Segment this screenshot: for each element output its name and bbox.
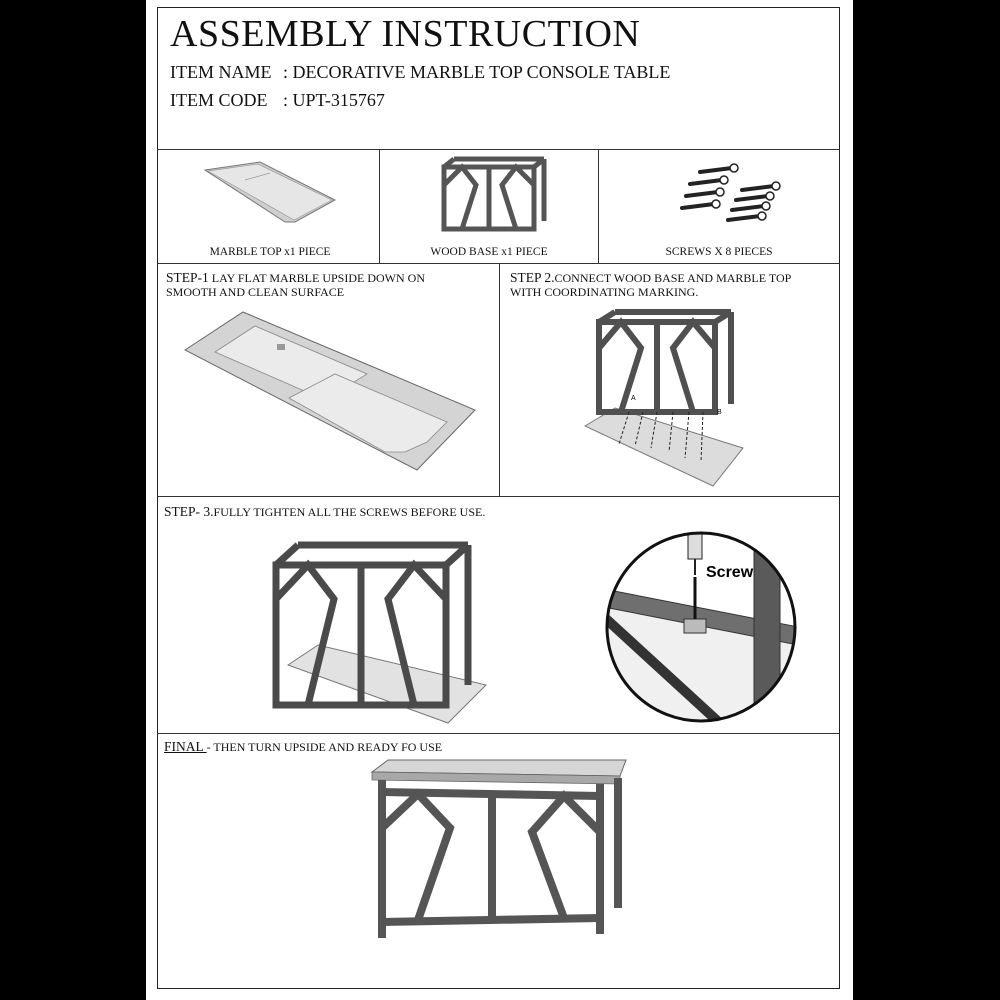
screw-label: Screw <box>706 564 754 581</box>
divider <box>157 149 840 150</box>
step-2-line-1: CONNECT WOOD BASE AND MARBLE TOP <box>554 271 792 285</box>
step-1-number: STEP-1 <box>166 270 209 285</box>
step-1-text: STEP-1 LAY FLAT MARBLE UPSIDE DOWN ON SM… <box>166 270 425 300</box>
step-3-text: STEP- 3.FULLY TIGHTEN ALL THE SCREWS BEF… <box>164 504 486 520</box>
document-frame <box>157 7 840 989</box>
step-1-line-1: LAY FLAT MARBLE UPSIDE DOWN ON <box>208 271 425 285</box>
item-code-label: ITEM CODE <box>170 90 268 110</box>
step-2-number: STEP 2. <box>510 270 555 285</box>
part-caption-wood-base: WOOD BASE x1 PIECE <box>430 246 548 258</box>
item-code-value: : UPT-315767 <box>283 90 385 110</box>
wood-base-illustration <box>441 156 547 232</box>
final-label: FINAL <box>164 739 207 754</box>
item-name-label: ITEM NAME <box>170 62 272 82</box>
item-name-value: : DECORATIVE MARBLE TOP CONSOLE TABLE <box>283 62 671 82</box>
marble-top-illustration <box>203 161 337 223</box>
step-3-assembled-upside-down <box>272 541 487 724</box>
final-text: FINAL - THEN TURN UPSIDE AND READY FO US… <box>164 739 443 755</box>
divider <box>598 149 599 263</box>
part-caption-marble: MARBLE TOP x1 PIECE <box>209 246 331 258</box>
document-title: ASSEMBLY INSTRUCTION <box>170 13 641 55</box>
divider <box>157 733 840 734</box>
divider <box>379 149 380 263</box>
step-3-line: FULLY TIGHTEN ALL THE SCREWS BEFORE USE. <box>213 505 486 519</box>
screw-detail-callout: Screw <box>605 531 797 723</box>
item-name-row: ITEM NAME : DECORATIVE MARBLE TOP CONSOLE… <box>170 62 670 83</box>
marking-b: B <box>717 409 722 416</box>
step-2-text: STEP 2.CONNECT WOOD BASE AND MARBLE TOP … <box>510 270 792 300</box>
step-2-connect-base-to-top: A B <box>583 309 744 487</box>
step-1-line-2: SMOOTH AND CLEAN SURFACE <box>166 285 345 299</box>
marking-a: A <box>631 395 636 402</box>
step-2-line-2: WITH COORDINATING MARKING. <box>510 285 699 299</box>
step-1-marble-upside-down <box>184 311 476 471</box>
final-assembled-table <box>370 759 627 938</box>
divider <box>499 263 500 496</box>
screws-illustration <box>680 163 781 222</box>
part-caption-screws: SCREWS X 8 PIECES <box>665 246 773 258</box>
step-3-number: STEP- 3. <box>164 504 214 519</box>
item-code-row: ITEM CODE : UPT-315767 <box>170 90 385 111</box>
divider <box>157 263 840 264</box>
divider <box>157 496 840 497</box>
final-line: - THEN TURN UPSIDE AND READY FO USE <box>206 740 443 754</box>
